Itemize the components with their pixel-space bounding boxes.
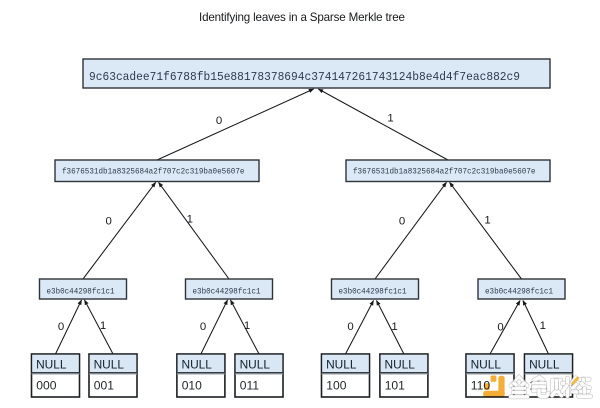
- svg-text:010: 010: [182, 379, 202, 393]
- svg-text:NULL: NULL: [471, 357, 502, 371]
- svg-text:0: 0: [347, 321, 353, 333]
- svg-text:f3676531db1a8325684a2f707c2c31: f3676531db1a8325684a2f707c2c319ba0e5607e: [353, 166, 536, 176]
- svg-text:100: 100: [326, 379, 346, 393]
- svg-text:e3b0c44298fc1c1: e3b0c44298fc1c1: [339, 286, 407, 296]
- svg-text:000: 000: [36, 379, 56, 393]
- svg-text:e3b0c44298fc1c1: e3b0c44298fc1c1: [193, 286, 261, 296]
- svg-text:1: 1: [244, 320, 250, 332]
- svg-text:NULL: NULL: [94, 357, 125, 371]
- svg-text:1: 1: [391, 321, 397, 333]
- svg-text:0: 0: [200, 321, 206, 333]
- svg-text:NULL: NULL: [385, 357, 416, 371]
- svg-text:0: 0: [497, 322, 503, 334]
- svg-text:NULL: NULL: [182, 357, 213, 371]
- svg-text:1: 1: [100, 320, 106, 332]
- svg-text:Identifying leaves in a Sparse: Identifying leaves in a Sparse Merkle tr…: [199, 11, 405, 24]
- svg-text:9c63cadee71f6788fb15e881783786: 9c63cadee71f6788fb15e88178378694c3741472…: [89, 70, 520, 84]
- svg-text:f3676531db1a8325684a2f707c2c31: f3676531db1a8325684a2f707c2c319ba0e5607e: [62, 166, 245, 176]
- svg-text:NULL: NULL: [326, 357, 357, 371]
- svg-text:101: 101: [385, 379, 405, 393]
- svg-text:1: 1: [187, 214, 193, 226]
- svg-text:1: 1: [387, 113, 393, 125]
- svg-text:0: 0: [216, 115, 222, 127]
- svg-text:e3b0c44298fc1c1: e3b0c44298fc1c1: [485, 286, 553, 296]
- svg-text:0: 0: [58, 321, 64, 333]
- svg-text:0: 0: [106, 216, 112, 228]
- svg-text:0: 0: [399, 216, 405, 228]
- svg-text:e3b0c44298fc1c1: e3b0c44298fc1c1: [47, 286, 115, 296]
- svg-text:NULL: NULL: [529, 357, 560, 371]
- svg-text:011: 011: [240, 379, 260, 393]
- svg-text:NULL: NULL: [36, 357, 67, 371]
- svg-text:1: 1: [540, 320, 546, 332]
- svg-text:1: 1: [484, 215, 490, 227]
- svg-text:001: 001: [94, 379, 114, 393]
- svg-text:NULL: NULL: [240, 357, 271, 371]
